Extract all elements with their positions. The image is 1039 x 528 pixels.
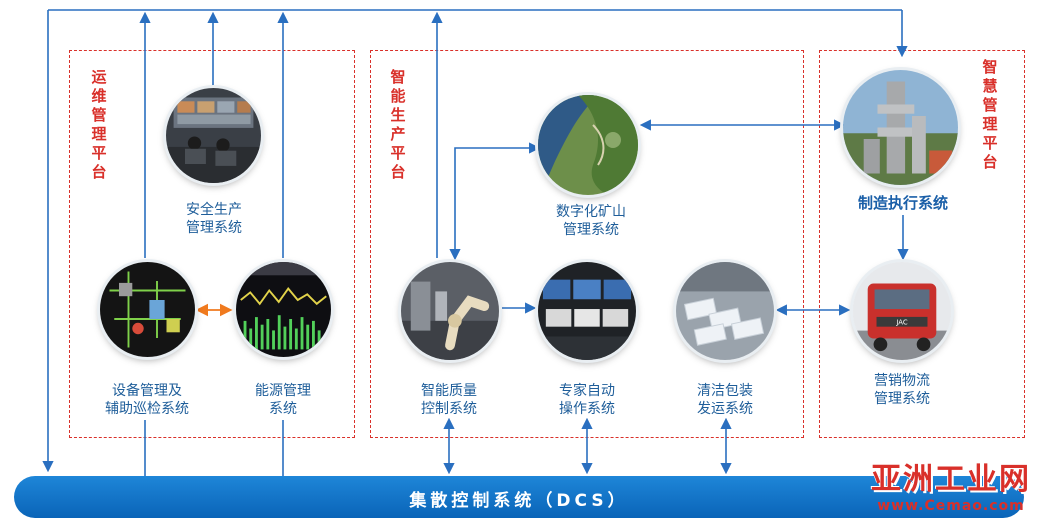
prod-panel-title: 智能生产平台 xyxy=(390,68,406,181)
ops-panel xyxy=(69,50,355,438)
equipment-label: 设备管理及 辅助巡检系统 xyxy=(105,383,189,417)
packing-label: 清洁包装 发运系统 xyxy=(697,383,753,417)
control-room-icon xyxy=(166,88,261,183)
robot-arm-icon xyxy=(401,262,499,360)
watermark-url: www.Cemao.com xyxy=(877,498,1025,514)
logistics-image: JAC xyxy=(853,262,951,360)
safety-image xyxy=(166,88,261,183)
smart-panel-title: 智慧管理平台 xyxy=(982,58,998,171)
truck-icon: JAC xyxy=(853,262,951,360)
svg-text:JAC: JAC xyxy=(895,319,907,327)
energy-image xyxy=(236,262,331,357)
packing-image xyxy=(676,262,774,360)
smart-panel xyxy=(819,50,1025,438)
dcs-bus: 集散控制系统（DCS） xyxy=(14,476,1024,518)
energy-monitor-icon xyxy=(236,262,331,357)
mes-image xyxy=(843,70,958,185)
mine-label: 数字化矿山 管理系统 xyxy=(556,204,626,238)
terrain-map-icon xyxy=(538,95,638,195)
dcs-label: 集散控制系统（DCS） xyxy=(409,491,629,511)
equipment-image xyxy=(100,262,195,357)
safety-label: 安全生产 管理系统 xyxy=(186,202,242,236)
quality-image xyxy=(401,262,499,360)
mine-quality-arrow xyxy=(449,142,541,261)
cement-bags-icon xyxy=(676,262,774,360)
expert-label: 专家自动 操作系统 xyxy=(559,383,615,417)
ops-panel-title: 运维管理平台 xyxy=(91,68,107,181)
watermark: 亚洲工业网 www.Cemao.com xyxy=(871,462,1031,515)
quality-label: 智能质量 控制系统 xyxy=(421,383,477,417)
plant-schematic-icon xyxy=(100,262,195,357)
mine-image xyxy=(538,95,638,195)
logistics-label: 营销物流 管理系统 xyxy=(874,373,930,407)
energy-label: 能源管理 系统 xyxy=(255,383,311,417)
cement-plant-icon xyxy=(843,70,958,185)
watermark-name: 亚洲工业网 xyxy=(871,462,1031,497)
operator-screens-icon xyxy=(538,262,636,360)
mes-label: 制造执行系统 xyxy=(857,194,948,212)
expert-image xyxy=(538,262,636,360)
